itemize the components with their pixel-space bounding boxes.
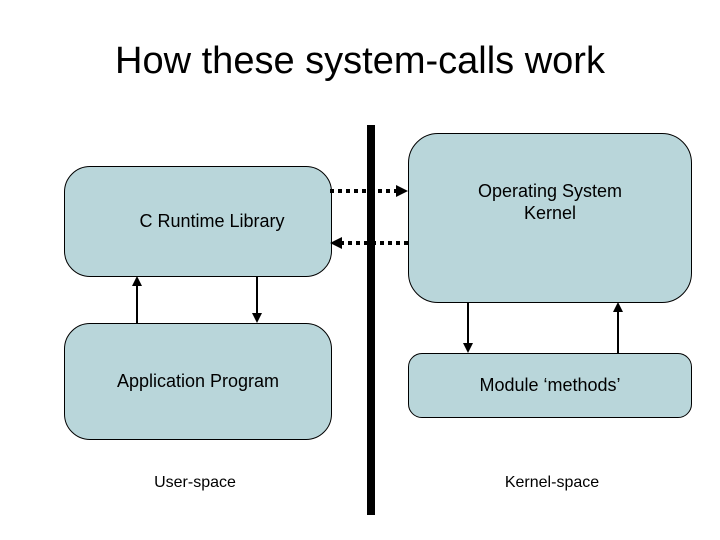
box-c-runtime-library-label: C Runtime Library [139,211,285,231]
arrowhead-down-icon [252,313,262,323]
label-user-space: User-space [154,474,236,491]
slide-title: How these system-calls work [115,40,605,82]
arrowhead-down-icon [463,343,473,353]
arrowhead-right-icon [396,185,408,197]
user-kernel-divider-line [367,125,375,515]
dotted-line [330,189,398,193]
arrowhead-up-icon [613,302,623,312]
arrow-kernel-to-module [463,302,473,353]
dotted-arrow-runtime-to-kernel [330,185,408,197]
box-module-methods: Module ‘methods’ [408,353,692,418]
box-operating-system-kernel: Operating System Kernel [408,133,692,303]
arrow-line [467,302,469,345]
arrow-line [617,310,619,353]
arrowhead-left-icon [330,237,342,249]
arrowhead-up-icon [132,276,142,286]
arrow-line [136,284,138,323]
arrow-line [256,277,258,315]
box-application-program-label: Application Program [116,371,280,391]
box-module-methods-label: Module ‘methods’ [479,375,621,395]
arrow-module-to-kernel [613,302,623,353]
label-kernel-space: Kernel-space [504,474,600,491]
dotted-arrow-kernel-to-runtime [330,237,410,249]
dotted-line [340,241,410,245]
box-application-program: Application Program [64,323,332,440]
box-operating-system-kernel-label: Operating System Kernel [477,181,623,223]
arrow-application-to-runtime [132,276,142,323]
box-c-runtime-library: C Runtime Library [64,166,332,277]
arrow-runtime-to-application [252,277,262,323]
